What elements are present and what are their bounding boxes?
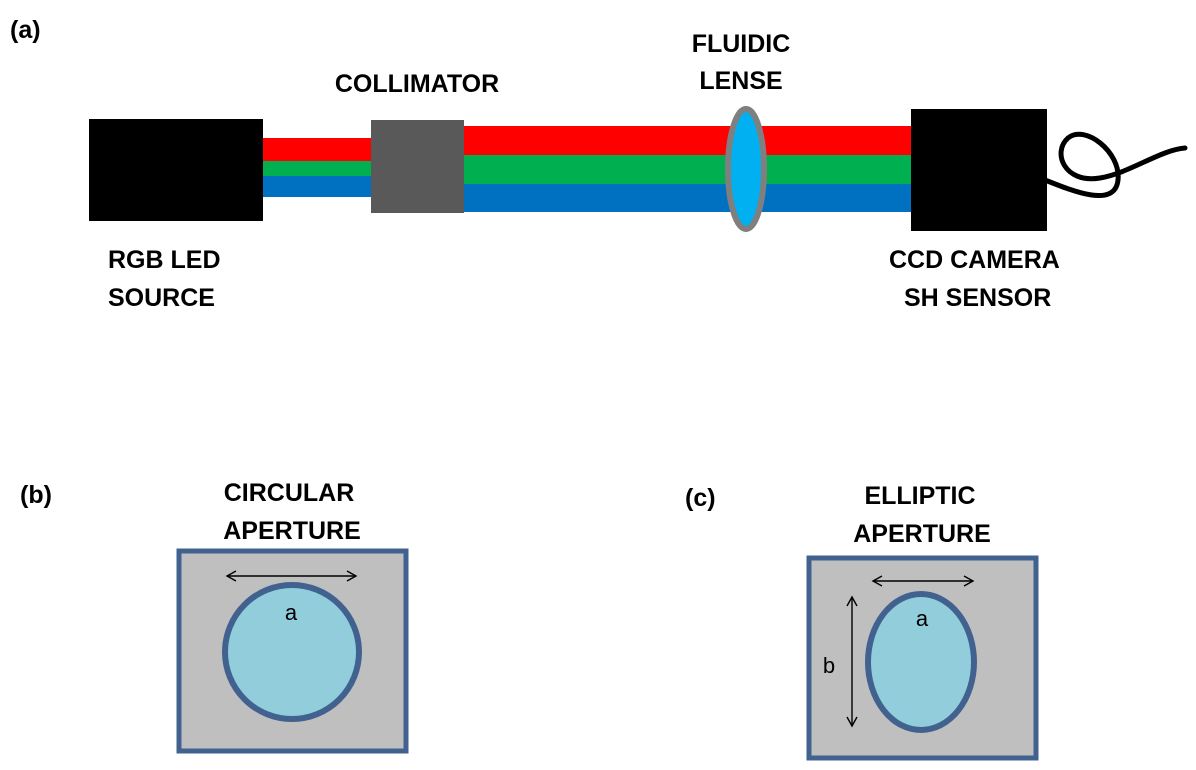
elliptic-title-line2: APERTURE <box>853 520 991 548</box>
circular-dim-a: a <box>285 600 298 625</box>
lens-label-line2: LENSE <box>699 67 782 95</box>
blue-beam-short <box>262 176 374 197</box>
camera-label-line1: CCD CAMERA <box>889 246 1060 274</box>
elliptic-title-line1: ELLIPTIC <box>864 482 975 510</box>
collimator-label: COLLIMATOR <box>335 70 499 98</box>
green-beam-short <box>262 161 374 176</box>
source-label-line1: RGB LED <box>108 246 221 274</box>
collimated-rgb-beam <box>462 126 914 212</box>
green-beam-long <box>462 155 914 184</box>
ccd-camera-block <box>911 109 1047 231</box>
collimator-block <box>371 120 464 213</box>
rgb-led-source-block <box>89 119 263 221</box>
elliptic-dim-b: b <box>823 653 835 678</box>
panel-a-tag: (a) <box>10 16 41 44</box>
fluidic-lens <box>725 106 767 232</box>
camera-label-line2: SH SENSOR <box>904 284 1051 312</box>
circular-aperture-opening <box>222 582 362 722</box>
source-label-line2: SOURCE <box>108 284 215 312</box>
circular-title-line1: CIRCULAR <box>224 479 355 507</box>
red-beam-short <box>262 138 374 161</box>
camera-cable <box>1042 131 1188 198</box>
red-beam-long <box>462 126 914 155</box>
short-rgb-beam <box>262 138 374 197</box>
elliptic-aperture-opening <box>865 591 977 733</box>
blue-beam-long <box>462 184 914 212</box>
panel-b-tag: (b) <box>20 481 52 509</box>
elliptic-dim-a: a <box>916 606 929 631</box>
circular-title-line2: APERTURE <box>223 517 361 545</box>
lens-label-line1: FLUIDIC <box>692 30 791 58</box>
panel-c-tag: (c) <box>685 484 716 512</box>
